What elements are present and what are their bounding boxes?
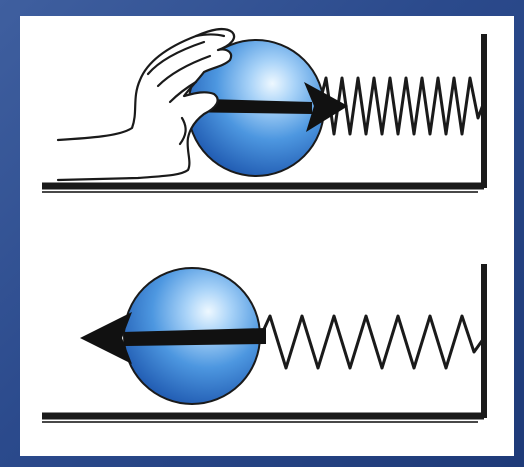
diagram-frame	[20, 16, 514, 456]
spring-ball-diagram	[20, 16, 514, 456]
panel-released	[42, 264, 484, 422]
hand-icon	[58, 29, 234, 180]
panel-compressed	[42, 29, 484, 192]
spring-icon	[260, 316, 484, 368]
